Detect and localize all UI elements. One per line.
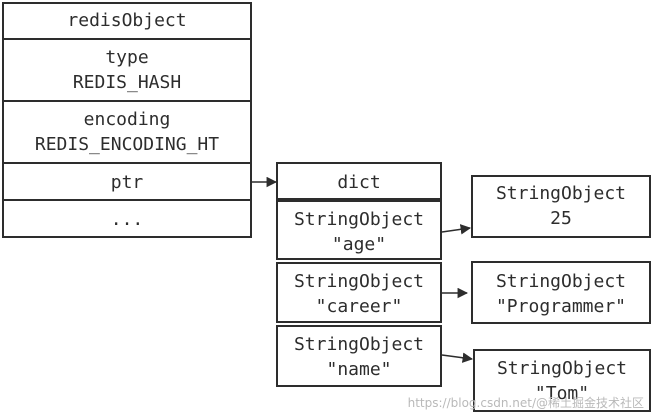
value-object-tom: StringObject "Tom" [473,349,651,412]
value-text: "Programmer" [496,296,626,317]
redis-object-box [2,2,252,238]
redis-object-title: redisObject [67,10,186,31]
dict-entry-key: "age" [332,234,386,255]
dict-entry-career: StringObject "career" [276,262,442,323]
value-type: StringObject [496,271,626,292]
value-object-programmer: StringObject "Programmer" [471,261,651,324]
value-object-25: StringObject 25 [471,175,651,238]
value-text: "Tom" [535,383,589,404]
encoding-value: REDIS_ENCODING_HT [35,134,219,155]
ellipsis-label: ... [111,209,144,230]
ptr-label: ptr [111,172,144,193]
dict-title: dict [337,172,380,193]
arrow-name-value [441,352,474,363]
dict-entry-key-type: StringObject [294,209,424,230]
dict-header-box [276,162,442,200]
dict-entry-age: StringObject "age" [276,200,442,260]
arrow-age-value [441,224,472,235]
dict-entry-key: "name" [326,359,391,380]
dict-entry-key-type: StringObject [294,271,424,292]
dict-entry-name: StringObject "name" [276,325,442,387]
dict-entry-key: "career" [316,296,403,317]
watermark: https://blog.csdn.net/@稀土掘金技术社区 [407,396,644,410]
value-type: StringObject [497,358,627,379]
encoding-label: encoding [84,109,171,130]
value-text: 25 [550,208,572,229]
type-value: REDIS_HASH [73,72,181,93]
type-label: type [105,47,148,68]
dict-entry-key-type: StringObject [294,334,424,355]
value-type: StringObject [496,183,626,204]
